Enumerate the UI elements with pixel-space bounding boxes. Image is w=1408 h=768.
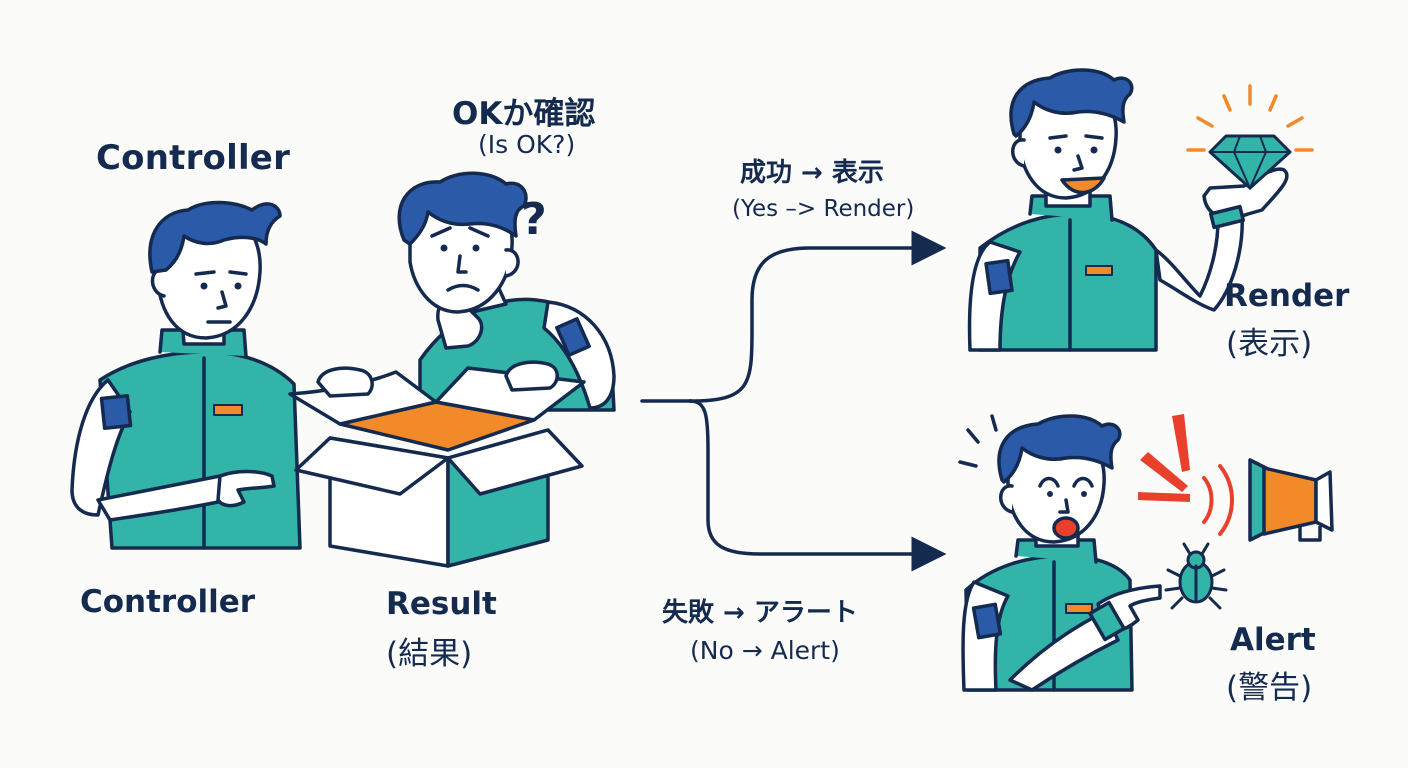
failure-title: 失敗 → アラート: [662, 598, 858, 628]
question-mark: ?: [521, 194, 547, 245]
controller-hair: [148, 200, 282, 274]
surprise-lines: [958, 414, 998, 468]
result-title: Result: [386, 586, 497, 622]
render-jp: (表示): [1226, 326, 1313, 362]
sound-waves: [1202, 464, 1234, 536]
check-subtitle: (Is OK?): [478, 130, 576, 159]
connector-yes-path: [688, 230, 947, 403]
flow-connector: [640, 230, 947, 572]
controller-heading: Controller: [96, 138, 291, 178]
bug-icon: [1164, 542, 1228, 610]
alert-jp: (警告): [1226, 670, 1313, 706]
checker-hair: [397, 171, 528, 246]
alert-character: [961, 414, 1162, 692]
render-character: [967, 68, 1289, 352]
controller-character: [70, 200, 302, 550]
diamond-icon: [1186, 84, 1314, 191]
success-subtitle: (Yes –> Render): [732, 196, 915, 222]
success-title: 成功 → 表示: [740, 158, 884, 188]
megaphone-icon: [1248, 458, 1334, 542]
alarm-strokes: [1138, 414, 1190, 502]
check-title: OKか確認: [452, 96, 596, 132]
render-title: Render: [1224, 278, 1350, 314]
result-jp: (結果): [386, 636, 473, 672]
connector-no-path: [688, 399, 947, 572]
controller-caption: Controller: [80, 584, 256, 620]
alert-title: Alert: [1230, 622, 1316, 658]
failure-subtitle: (No → Alert): [690, 636, 840, 665]
cardboard-box: [288, 360, 586, 568]
